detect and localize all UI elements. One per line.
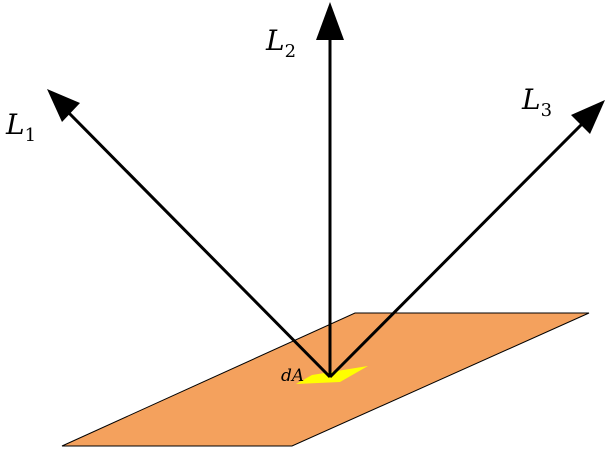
ray-l1-letter: L (5, 108, 25, 141)
ray-l3-label: L3 (521, 83, 552, 121)
ray-l3-letter: L (521, 83, 541, 116)
ray-l1-arrowhead-icon (47, 89, 80, 122)
ray-l1-index: 1 (25, 125, 36, 146)
ray-l2-index: 2 (285, 41, 296, 62)
ray-l2-arrowhead-icon (316, 2, 344, 40)
ray-l2-label: L2 (265, 24, 296, 62)
ray-l1-label: L1 (5, 108, 36, 146)
ray-l1 (47, 89, 332, 379)
ray-l2 (316, 2, 344, 377)
patch-label: dA (281, 366, 304, 386)
ray-l2-letter: L (265, 24, 285, 57)
ray-l3-index: 3 (541, 100, 552, 121)
ray-l3 (328, 100, 605, 379)
ray-l3-arrowhead-icon (571, 100, 605, 134)
